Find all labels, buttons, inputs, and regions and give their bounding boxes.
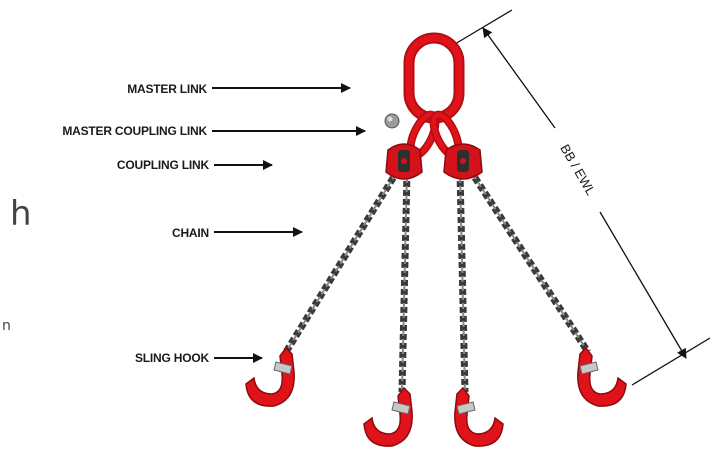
coupling-links [386,144,482,179]
sling-hook-inner-left [364,388,412,446]
sling-hook-outer-right [578,348,626,406]
label-chain: CHAIN [172,226,302,240]
sling-hook-inner-right [455,388,503,446]
label-master-link: MASTER LINK [127,82,350,96]
dimension-line-lower [600,212,686,358]
label-master-coupling-link: MASTER COUPLING LINK [62,124,365,138]
label-sling-hook: SLING HOOK [135,351,262,365]
coupling-link-right [444,144,482,179]
master-link-label: MASTER LINK [127,82,207,96]
coupling-link-label: COUPLING LINK [117,158,210,172]
edge-fragment-small: n [2,318,11,334]
chain-legs [286,170,588,392]
sling-hook-label: SLING HOOK [135,351,210,365]
dimension-bb-ewl: BB / EWL [455,10,710,385]
dimension-line-upper [483,28,555,128]
edge-fragment-large: h [10,194,32,234]
chain-label: CHAIN [172,226,209,240]
ball-pin [385,114,399,128]
master-link [409,38,459,118]
label-coupling-link: COUPLING LINK [117,158,272,172]
dimension-extension-bottom [632,338,710,385]
sling-hook-outer-left [246,348,294,406]
master-coupling-link-label: MASTER COUPLING LINK [62,124,207,138]
dimension-label: BB / EWL [557,142,598,198]
coupling-link-left [386,144,422,179]
dimension-extension-top [455,10,512,44]
